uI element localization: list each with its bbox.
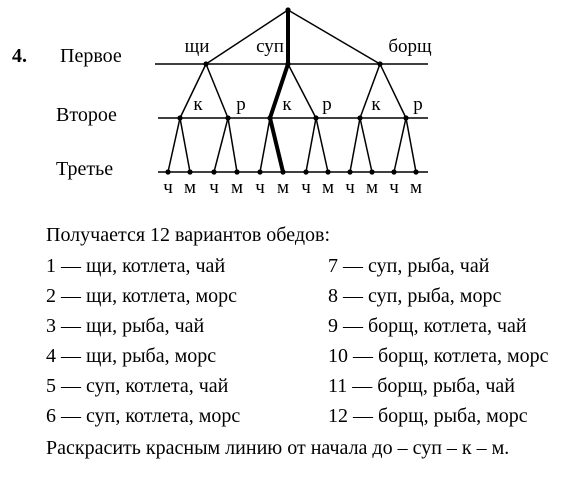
variant-item: 5 — суп, котлета, чай: [46, 375, 229, 397]
variant-item: 7 — суп, рыба, чай: [328, 255, 490, 277]
third-level-node: [369, 169, 375, 175]
drink-label: ч: [389, 177, 399, 198]
variant-item: 8 — суп, рыба, морс: [328, 285, 502, 307]
level-label-third: Третье: [56, 158, 114, 180]
third-level-node: [391, 169, 397, 175]
branch-second-to-third-2: [213, 117, 229, 173]
result-header: Получается 12 вариантов обедов:: [46, 224, 330, 246]
first-level-node: [203, 61, 209, 67]
third-level-node: [303, 169, 309, 175]
variant-item: 4 — щи, рыба, морс: [46, 345, 217, 367]
branch-second-to-third-8: [349, 117, 361, 173]
drink-label: м: [277, 177, 289, 198]
variant-item: 12 — борщ, рыба, морс: [328, 405, 528, 427]
branch-first-to-second-3: [287, 63, 317, 119]
variant-item: 3 — щи, рыба, чай: [46, 315, 205, 337]
drink-label: ч: [301, 177, 311, 198]
first-course-label: суп: [256, 36, 284, 57]
first-level-node: [285, 61, 291, 67]
branch-second-to-third-10: [393, 117, 407, 173]
second-level-node: [267, 115, 273, 121]
drink-label: м: [322, 177, 334, 198]
second-level-node: [225, 115, 231, 121]
level-label-second: Второе: [56, 104, 117, 126]
drink-label: ч: [209, 177, 219, 198]
branch-second-to-third-9: [359, 117, 373, 173]
drink-label: ч: [345, 177, 355, 198]
second-course-label: к: [282, 94, 292, 115]
level-label-first: Первое: [60, 45, 122, 67]
variant-item: 10 — борщ, котлета, морс: [328, 345, 549, 367]
branch-second-to-third-11: [405, 117, 417, 173]
drink-label: ч: [163, 177, 173, 198]
third-level-node: [280, 169, 286, 175]
branch-second-to-third-4: [259, 117, 271, 173]
drink-label: м: [366, 177, 378, 198]
third-level-node: [257, 169, 263, 175]
drink-label: м: [184, 177, 196, 198]
branch-second-to-third-7: [315, 117, 329, 173]
branch-root-to-first-2: [287, 9, 381, 65]
branch-first-to-second-4: [359, 63, 381, 119]
second-course-label: к: [371, 94, 381, 115]
third-level-node: [187, 169, 193, 175]
first-course-label: щи: [185, 36, 210, 57]
second-level-node: [403, 115, 409, 121]
first-course-label: борщ: [388, 36, 432, 57]
branch-first-to-second-0: [179, 63, 207, 119]
second-level-node: [313, 115, 319, 121]
third-level-node: [165, 169, 171, 175]
variant-item: 9 — борщ, котлета, чай: [328, 315, 527, 337]
second-course-label: р: [322, 94, 332, 115]
third-level-node: [211, 169, 217, 175]
third-level-node: [325, 169, 331, 175]
variant-item: 2 — щи, котлета, морс: [46, 285, 238, 307]
second-course-label: к: [193, 94, 203, 115]
third-level-node: [234, 169, 240, 175]
branch-root-to-first-0: [205, 9, 289, 65]
second-level-node: [357, 115, 363, 121]
problem-number: 4.: [12, 45, 27, 67]
branch-second-to-third-0: [167, 117, 181, 173]
highlight-cutlet-to-mors: [268, 117, 285, 173]
second-level-node: [177, 115, 183, 121]
branch-second-to-third-6: [305, 117, 317, 173]
drink-label: м: [231, 177, 243, 198]
branch-second-to-third-3: [227, 117, 238, 173]
drink-label: м: [410, 177, 422, 198]
branch-second-to-third-1: [179, 117, 191, 173]
variant-item: 1 — щи, котлета, чай: [46, 255, 226, 277]
second-course-label: р: [413, 94, 423, 115]
branch-first-to-second-5: [379, 63, 407, 119]
third-level-node: [413, 169, 419, 175]
tree-root-node: [285, 7, 291, 13]
second-course-label: р: [236, 94, 246, 115]
highlight-soup-to-cutlet: [268, 63, 290, 119]
third-level-node: [347, 169, 353, 175]
first-level-node: [377, 61, 383, 67]
branch-first-to-second-1: [205, 63, 229, 119]
variant-item: 6 — суп, котлета, морс: [46, 405, 241, 427]
drink-label: ч: [255, 177, 265, 198]
footer-instruction: Раскрасить красным линию от начала до – …: [46, 437, 510, 459]
variant-item: 11 — борщ, рыба, чай: [328, 375, 515, 397]
